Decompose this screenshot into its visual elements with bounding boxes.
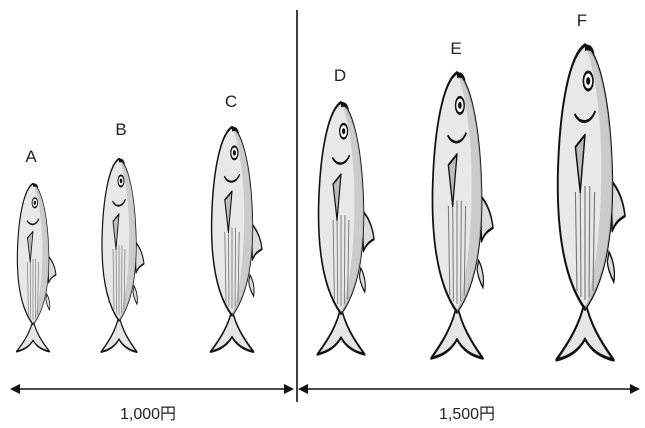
- fish-d-label: D: [334, 66, 346, 85]
- price-arrow-left: [10, 384, 294, 394]
- fish-e: E: [431, 39, 493, 358]
- price-label-1000: 1,000円: [120, 406, 176, 423]
- fish-a: A: [16, 147, 56, 352]
- fish-e-label: E: [450, 39, 461, 58]
- fish-a-label: A: [25, 147, 37, 166]
- fish-c-label: C: [225, 92, 237, 111]
- fish-f-label: F: [577, 11, 587, 30]
- fish-b: B: [101, 120, 144, 352]
- price-arrow-right: [298, 384, 640, 394]
- fish-c: C: [210, 92, 262, 352]
- fish-b-label: B: [115, 120, 126, 139]
- fish-d: D: [317, 66, 374, 354]
- price-label-1500: 1,500円: [439, 406, 495, 423]
- fish-f: F: [556, 11, 625, 360]
